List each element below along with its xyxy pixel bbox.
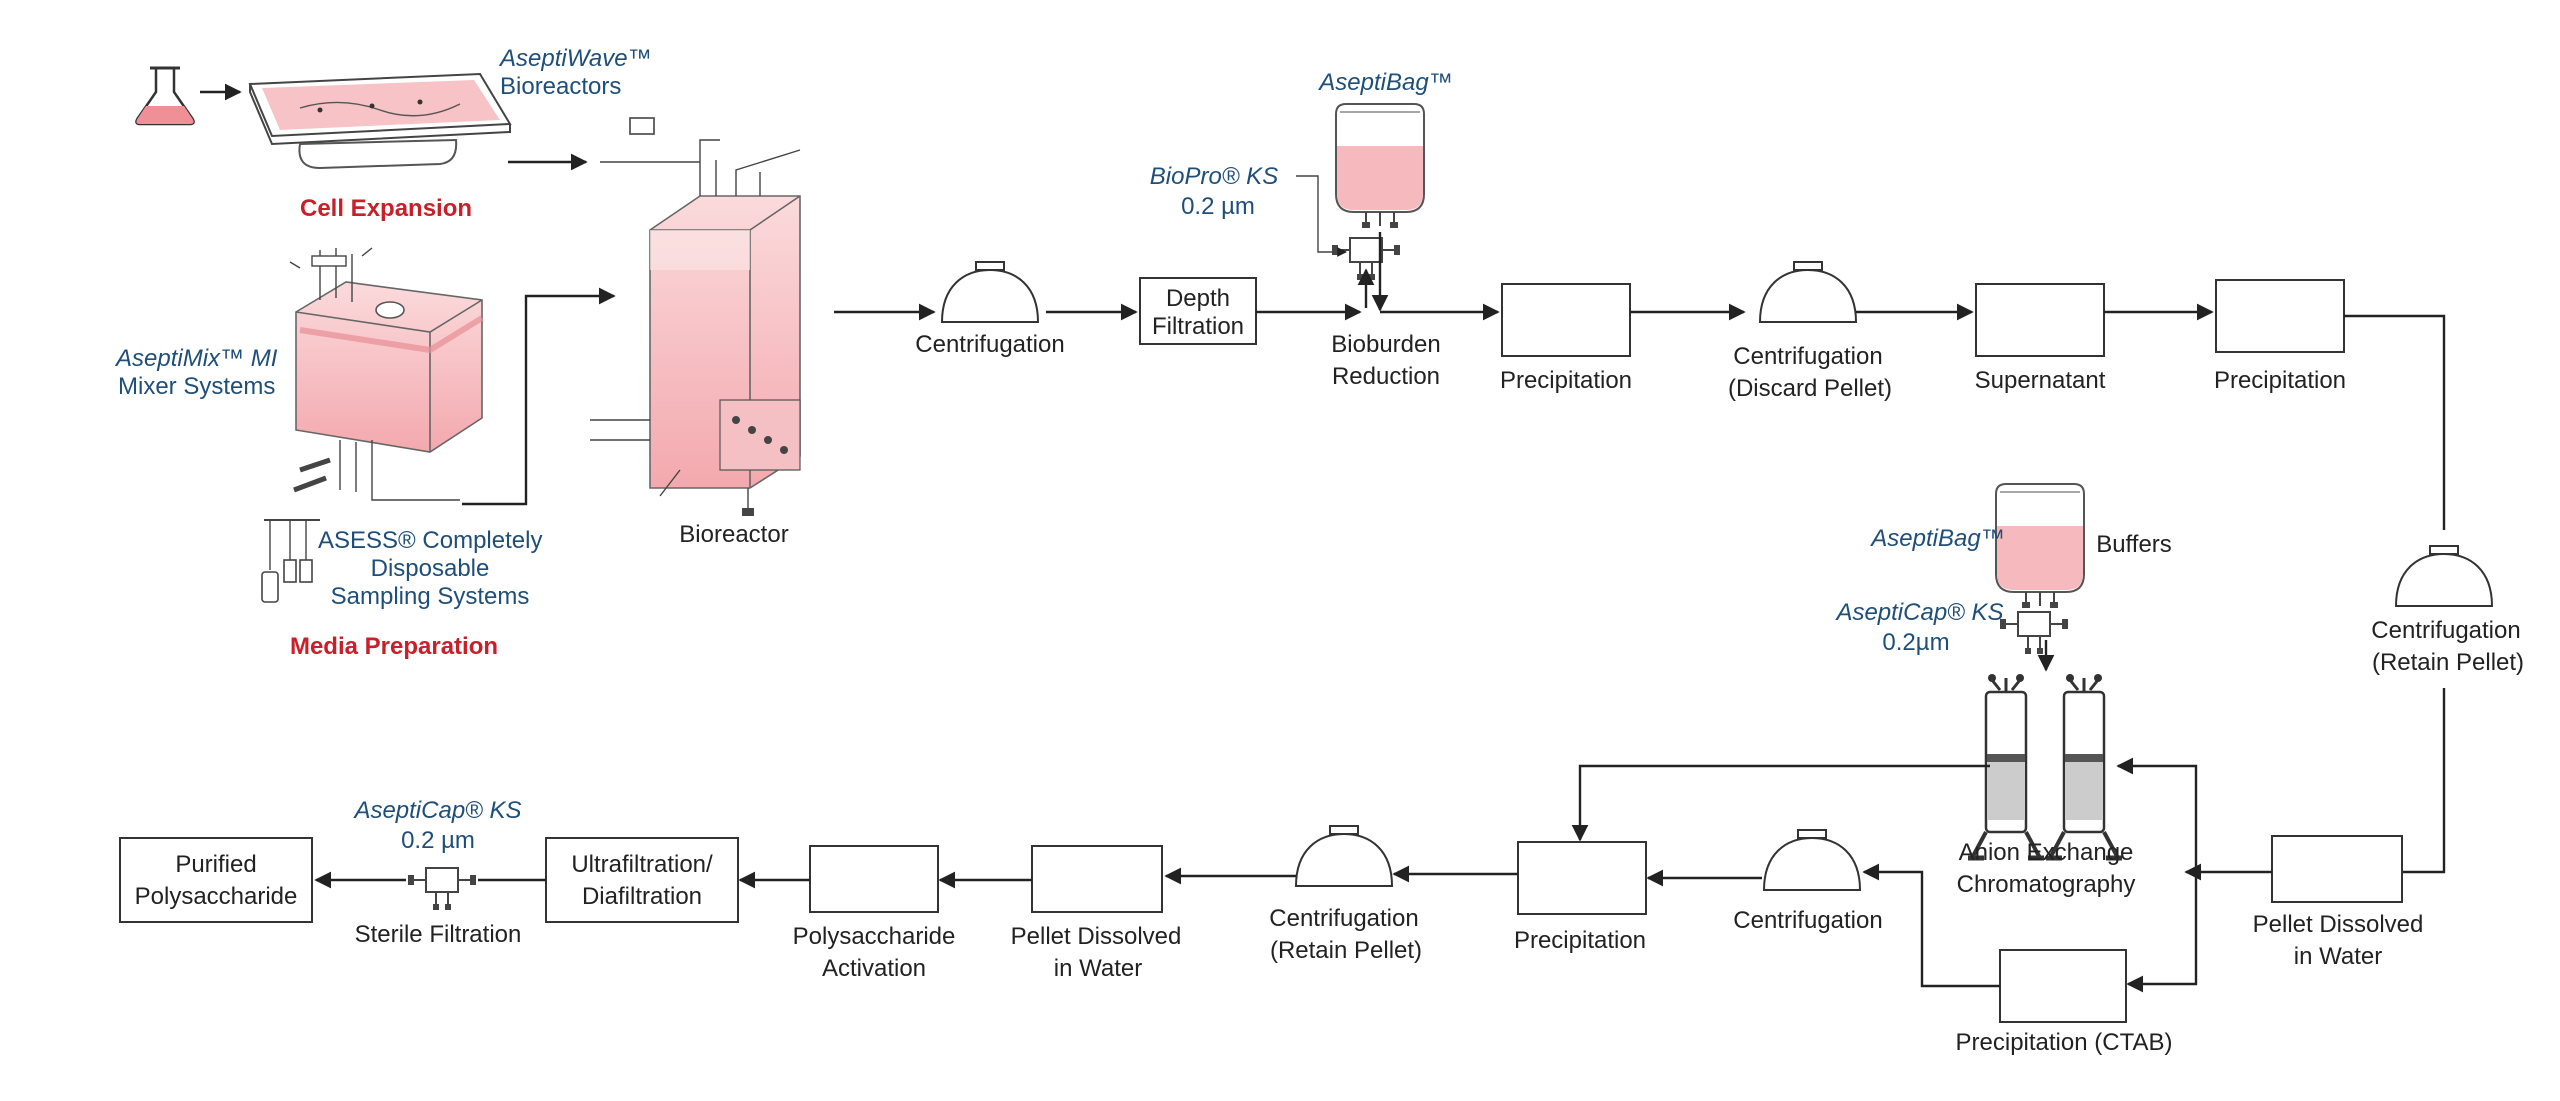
connector-ctab-to-centrifuge — [1862, 863, 2000, 988]
mixer-system-icon — [289, 247, 484, 501]
biopro-size: 0.2 µm — [1181, 193, 1255, 220]
centrifugation-retain-right-line2: (Retain Pellet) — [2372, 649, 2524, 676]
pellet-dissolved-right-line1: Pellet Dissolved — [2253, 911, 2424, 938]
chromatography-column-icon — [2046, 674, 2122, 858]
purified-line1: Purified — [175, 851, 256, 878]
pellet-dissolved-right-line2: in Water — [2294, 943, 2382, 970]
centrifuge-icon — [1763, 829, 1861, 891]
ultrafiltration-line1: Ultrafiltration/ — [571, 851, 713, 878]
sampling-system-icon — [261, 519, 320, 603]
depth-filtration-line1: Depth — [1166, 285, 1230, 312]
asepticap-bottom-name: AseptiCap® KS — [352, 797, 521, 824]
connector-column-to-precip — [1571, 764, 1990, 842]
supernatant-box — [1975, 283, 2105, 357]
aseptimix-sub: Mixer Systems — [118, 373, 275, 400]
pellet-dissolved-left-line1: Pellet Dissolved — [1011, 923, 1182, 950]
precipitation-1-label: Precipitation — [1500, 367, 1632, 394]
centrifuge-icon — [941, 261, 1039, 323]
pellet-dissolved-left-box — [1031, 845, 1163, 913]
connector-to-column-right — [2116, 757, 2198, 872]
pellet-dissolved-left-line2: in Water — [1054, 955, 1142, 982]
centrifuge-icon — [2395, 545, 2493, 607]
aseptimix-name: AseptiMix™ MI — [114, 345, 278, 372]
arrow-media-to-bioreactor — [462, 287, 616, 506]
depth-filtration-line2: Filtration — [1152, 313, 1244, 340]
polysaccharide-activation-line1: Polysaccharide — [793, 923, 956, 950]
precipitation-1-box — [1501, 283, 1631, 357]
bioreactor-icon — [590, 117, 801, 516]
anion-line2: Chromatography — [1957, 871, 2136, 898]
asess-line1: ASESS® Completely — [318, 527, 542, 554]
ultrafiltration-line2: Diafiltration — [582, 883, 702, 910]
asepticbag-top-name: AseptiBag™ — [1317, 69, 1452, 96]
asepticap-mid-size: 0.2µm — [1882, 629, 1949, 656]
media-preparation-title: Media Preparation — [290, 633, 498, 660]
biopro-name: BioPro® KS — [1150, 163, 1278, 190]
precipitation-ctab-label: Precipitation (CTAB) — [1956, 1029, 2173, 1056]
polysaccharide-activation-box — [809, 845, 939, 913]
precipitation-ctab-box — [1999, 949, 2127, 1023]
sterile-filtration-label: Sterile Filtration — [355, 921, 522, 948]
pointer-biopro — [1296, 175, 1347, 257]
bag-icon — [1335, 103, 1425, 229]
bioburden-line1: Bioburden — [1331, 331, 1440, 358]
aseptiwave-name: AseptiWave™ — [498, 45, 652, 72]
capsule-filter-icon — [407, 867, 477, 911]
purified-polysaccharide-box — [119, 837, 313, 923]
pellet-dissolved-right-box — [2271, 835, 2403, 903]
precipitation-2-box — [2215, 279, 2345, 353]
asepticbag-mid-name: AseptiBag™ — [1869, 525, 2004, 552]
wave-bioreactor-icon — [248, 72, 512, 170]
precipitation-bottom-label: Precipitation — [1514, 927, 1646, 954]
centrifugation-retain-bottom-line1: Centrifugation — [1269, 905, 1418, 932]
connector-to-ctab — [2126, 872, 2198, 993]
bag-icon — [1995, 483, 2085, 609]
polysaccharide-activation-line2: Activation — [822, 955, 926, 982]
purified-line2: Polysaccharide — [135, 883, 298, 910]
ultrafiltration-box — [545, 837, 739, 923]
centrifugation-retain-bottom-line2: (Retain Pellet) — [1270, 937, 1422, 964]
centrifugation-retain-right-line1: Centrifugation — [2371, 617, 2520, 644]
asess-line2: Disposable — [371, 555, 490, 582]
centrifugation-discard-line1: Centrifugation — [1733, 343, 1882, 370]
asepticap-bottom-size: 0.2 µm — [401, 827, 475, 854]
aseptiwave-sub: Bioreactors — [500, 73, 621, 100]
supernatant-label: Supernatant — [1975, 367, 2106, 394]
cell-expansion-title: Cell Expansion — [300, 195, 472, 222]
precipitation-2-label: Precipitation — [2214, 367, 2346, 394]
bioreactor-label: Bioreactor — [679, 521, 788, 548]
centrifuge-icon — [1759, 261, 1857, 323]
asepticap-mid-name: AseptiCap® KS — [1834, 599, 2003, 626]
asess-line3: Sampling Systems — [331, 583, 530, 610]
centrifuge-icon — [1295, 825, 1393, 887]
centrifugation-discard-line2: (Discard Pellet) — [1728, 375, 1892, 402]
connector-precip-to-centrifuge-retain — [2344, 314, 2446, 530]
precipitation-bottom-box — [1517, 841, 1647, 915]
buffers-label: Buffers — [2096, 531, 2172, 558]
centrifugation-bottom-label: Centrifugation — [1733, 907, 1882, 934]
bioburden-line2: Reduction — [1332, 363, 1440, 390]
centrifugation-1-label: Centrifugation — [915, 331, 1064, 358]
capsule-filter-icon — [1999, 611, 2069, 655]
anion-line1: Anion Exchange — [1959, 839, 2134, 866]
flask-icon — [135, 66, 195, 126]
